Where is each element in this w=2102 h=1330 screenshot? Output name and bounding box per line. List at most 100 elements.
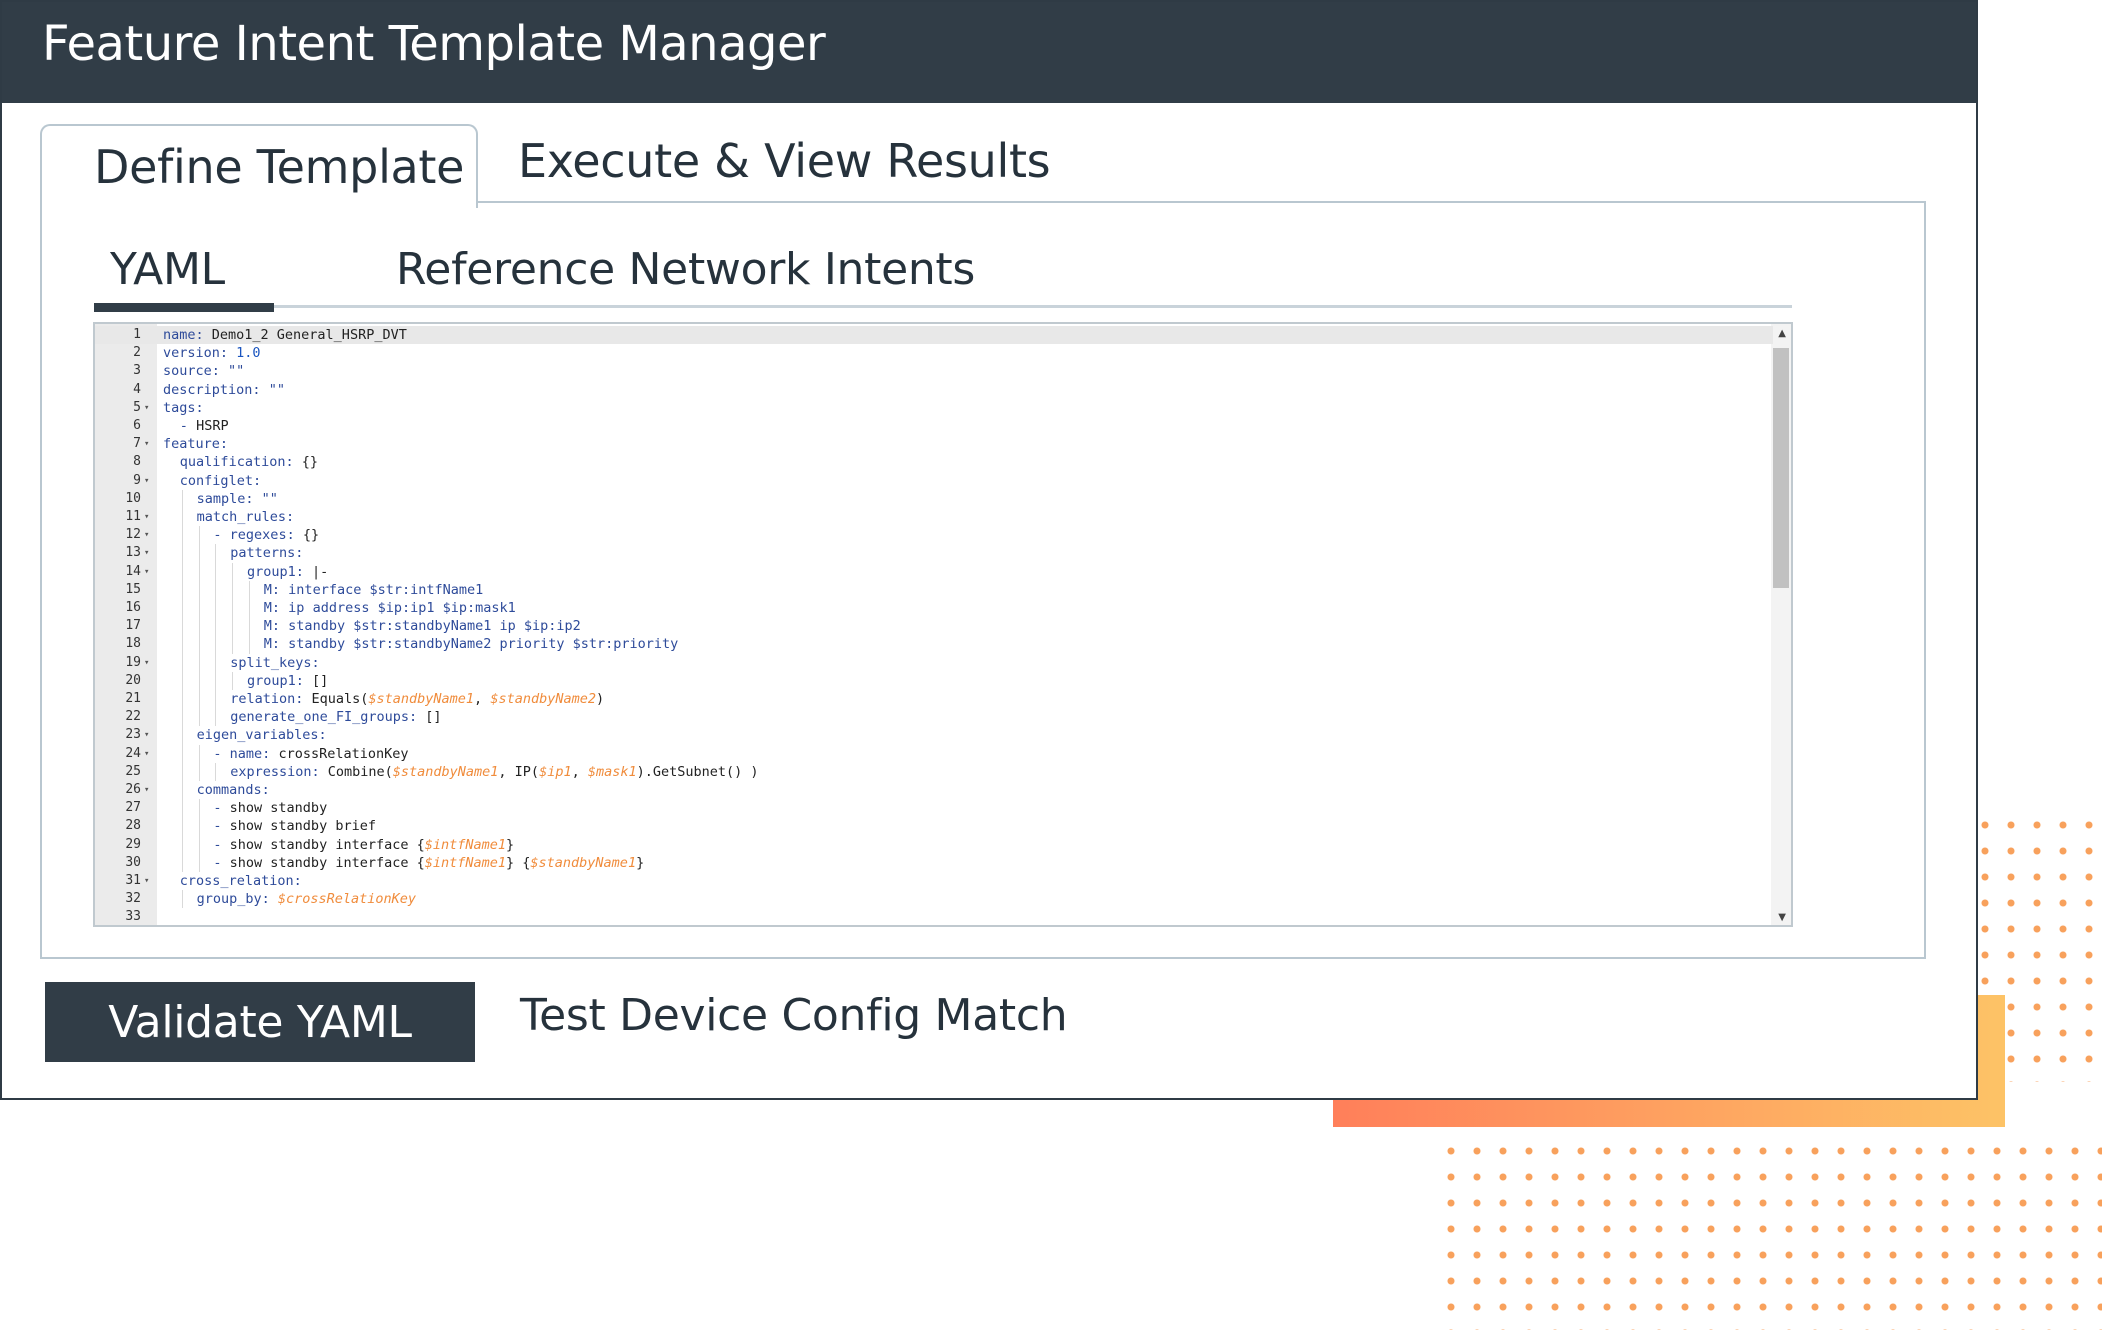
code-line[interactable]: 9▾configlet: xyxy=(95,472,1773,490)
code-line[interactable]: 12▾- regexes: {} xyxy=(95,526,1773,544)
indent-guide xyxy=(181,799,183,818)
indent-guide xyxy=(181,853,183,872)
code-text: - HSRP xyxy=(179,418,229,434)
code-line[interactable]: 23▾eigen_variables: xyxy=(95,726,1773,744)
line-number: 18 xyxy=(125,636,141,652)
indent-guide xyxy=(181,580,183,599)
line-number: 6 xyxy=(133,418,141,433)
fold-arrow-icon[interactable]: ▾ xyxy=(144,657,150,668)
tab-define-template[interactable]: Define Template xyxy=(40,124,478,208)
subtab-reference-network-intents[interactable]: Reference Network Intents xyxy=(396,244,976,295)
code-line[interactable]: 7▾feature: xyxy=(95,435,1773,453)
indent-guide xyxy=(198,744,200,763)
code-text: - name: crossRelationKey xyxy=(213,745,409,762)
indent-guide xyxy=(181,835,183,854)
fold-arrow-icon[interactable]: ▾ xyxy=(144,402,150,413)
indent-guide xyxy=(181,617,183,636)
code-text: split_keys: xyxy=(230,654,320,671)
indent-guide xyxy=(181,817,183,836)
code-line[interactable]: 29- show standby interface {$intfName1} xyxy=(95,836,1773,854)
line-number: 15 xyxy=(125,581,141,597)
line-number: 9 xyxy=(133,472,141,488)
subtab-yaml[interactable]: YAML xyxy=(110,244,225,295)
fold-arrow-icon[interactable]: ▾ xyxy=(144,785,150,795)
code-text: description: "" xyxy=(163,381,285,398)
fold-arrow-icon[interactable]: ▾ xyxy=(144,566,150,577)
indent-guide xyxy=(181,599,183,618)
indent-guide xyxy=(198,635,200,654)
fold-arrow-icon[interactable]: ▾ xyxy=(144,748,150,759)
indent-guide xyxy=(198,835,200,854)
indent-guide xyxy=(181,508,183,527)
validate-yaml-button[interactable]: Validate YAML xyxy=(45,982,475,1062)
indent-guide xyxy=(198,580,200,599)
code-line[interactable]: 5▾tags: xyxy=(95,399,1773,417)
code-text: M: standby $str:standbyName2 priority $s… xyxy=(263,636,679,653)
fold-arrow-icon[interactable]: ▾ xyxy=(144,475,150,486)
code-line[interactable]: 26▾commands: xyxy=(95,781,1773,799)
code-text: M: ip address $ip:ip1 $ip:mask1 xyxy=(263,600,516,616)
code-line[interactable]: 30- show standby interface {$intfName1} … xyxy=(95,854,1773,872)
scrollbar-thumb[interactable] xyxy=(1773,348,1789,588)
line-number-gutter xyxy=(95,324,157,925)
code-line[interactable]: 33 xyxy=(95,908,1773,925)
fold-arrow-icon[interactable]: ▾ xyxy=(144,876,150,886)
code-line[interactable]: 28- show standby brief xyxy=(95,817,1773,835)
code-line[interactable]: 6 - HSRP xyxy=(95,417,1773,435)
fold-arrow-icon[interactable]: ▾ xyxy=(144,548,150,559)
fold-arrow-icon[interactable]: ▾ xyxy=(144,530,150,541)
code-text: qualification: {} xyxy=(179,454,318,471)
scroll-down-arrow-icon[interactable]: ▼ xyxy=(1778,912,1786,923)
indent-guide xyxy=(198,671,200,690)
fold-arrow-icon[interactable]: ▾ xyxy=(144,512,150,522)
fold-arrow-icon[interactable]: ▾ xyxy=(144,730,150,741)
line-number: 2 xyxy=(133,345,141,361)
line-number: 27 xyxy=(125,800,141,816)
indent-guide xyxy=(181,635,183,654)
code-text: - show standby interface {$intfName1} xyxy=(213,836,515,853)
code-text: patterns: xyxy=(230,545,304,562)
line-number: 7 xyxy=(133,436,141,452)
subtab-divider xyxy=(94,305,1792,308)
indent-guide xyxy=(181,489,183,508)
tab-execute-view-results[interactable]: Execute & View Results xyxy=(518,134,1051,188)
indent-guide xyxy=(215,562,217,581)
indent-guide xyxy=(198,562,200,581)
line-number: 20 xyxy=(125,672,141,688)
window-titlebar: Feature Intent Template Manager xyxy=(2,2,1976,103)
fold-arrow-icon[interactable]: ▾ xyxy=(144,439,150,450)
code-line[interactable]: 11▾match_rules: xyxy=(95,508,1773,526)
code-line[interactable]: 27- show standby xyxy=(95,799,1773,817)
code-text: - show standby interface {$intfName1} {$… xyxy=(213,854,645,871)
line-number: 4 xyxy=(133,381,141,397)
indent-guide xyxy=(249,635,250,654)
code-line[interactable]: 13▾patterns: xyxy=(95,544,1773,562)
scroll-up-arrow-icon[interactable]: ▲ xyxy=(1778,328,1786,339)
code-line[interactable]: 14▾group1: |- xyxy=(95,563,1773,581)
code-line[interactable]: 4 description: "" xyxy=(95,381,1773,399)
indent-guide xyxy=(198,617,200,636)
indent-guide xyxy=(232,617,234,636)
editor-scrollbar[interactable]: ▲ ▼ xyxy=(1771,324,1791,925)
line-number: 11 xyxy=(125,509,141,524)
code-line[interactable]: 31▾cross_relation: xyxy=(95,872,1773,890)
code-line[interactable]: 24▾- name: crossRelationKey xyxy=(95,745,1773,763)
test-device-config-match-button[interactable]: Test Device Config Match xyxy=(520,990,1068,1041)
code-text: group_by: $crossRelationKey xyxy=(196,891,417,908)
code-line[interactable]: 18 M: standby $str:standbyName2 priority … xyxy=(95,635,1773,653)
code-line[interactable]: 19▾split_keys: xyxy=(95,654,1773,672)
